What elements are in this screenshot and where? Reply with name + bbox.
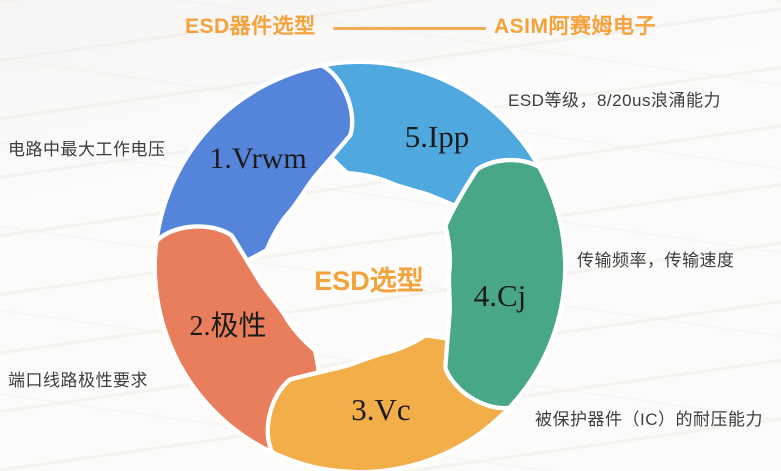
segment-cj-shape [443,157,568,411]
page-title: ESD器件选型 [185,15,316,38]
segment-label-jixing: 2.极性 [189,311,267,342]
segment-vrwm-shape [154,63,355,280]
brand-name: ASIM阿赛姆电子 [494,15,656,38]
header-divider-line [333,27,486,30]
segment-label-vc: 3.Vc [351,392,411,427]
segment-label-ipp: 5.Ipp [404,119,470,154]
annotation-vc: 被保护器件（IC）的耐压能力 [535,410,763,429]
annotation-vrwm: 电路中最大工作电压 [8,140,166,159]
annotation-jixing: 端口线路极性要求 [8,371,148,390]
annotation-cj: 传输频率，传输速度 [577,251,735,270]
segment-label-vrwm: 1.Vrwm [209,142,307,175]
diagram-center-title: ESD选型 [314,266,424,296]
annotation-ipp: ESD等级，8/20us浪涌能力 [508,91,721,110]
segment-label-cj: 4.Cj [473,278,527,313]
